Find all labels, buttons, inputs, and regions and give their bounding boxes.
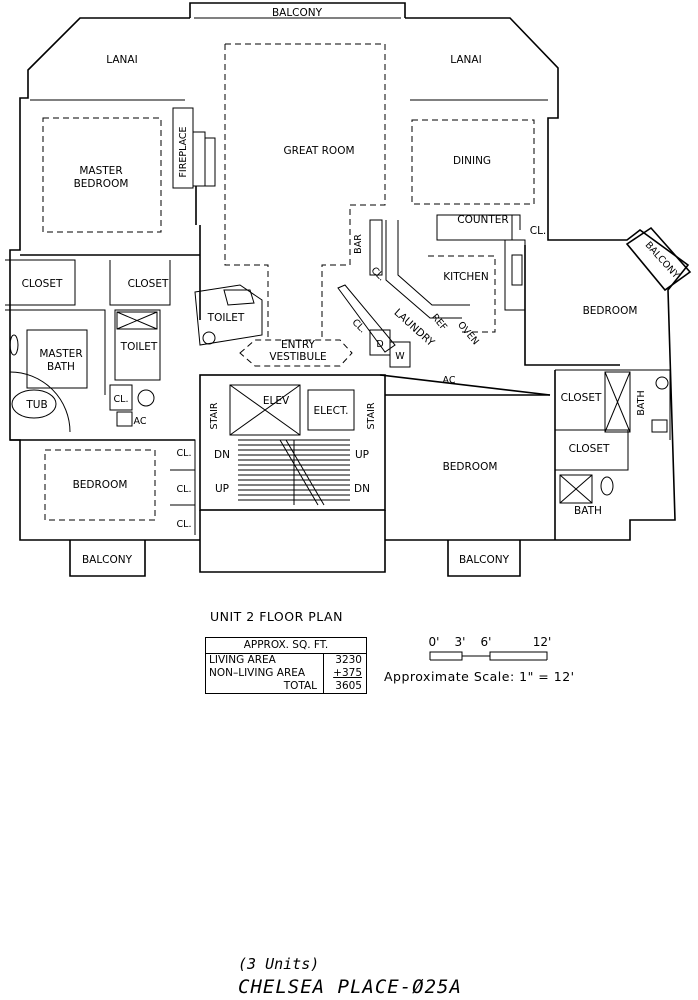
label-cl-1: CL.: [177, 448, 192, 459]
label-bath-right-1: BATH: [636, 390, 647, 415]
floor-plan: BALCONY LANAI LANAI GREAT ROOM DINING FI…: [5, 2, 692, 577]
label-balcony-top: BALCONY: [272, 7, 323, 19]
label-elev: ELEV: [263, 395, 290, 407]
label-closet-left: CLOSET: [22, 278, 63, 290]
label-stair-right: STAIR: [366, 402, 377, 429]
room-labels: BALCONY LANAI LANAI GREAT ROOM DINING FI…: [22, 7, 682, 566]
label-counter: COUNTER: [457, 214, 508, 226]
interior-walls: [5, 43, 671, 540]
label-master-bath-1: MASTER: [39, 348, 82, 360]
label-bath-right-2: BATH: [574, 505, 602, 517]
label-closet-right-2: CLOSET: [569, 443, 610, 455]
label-closet-mid: CLOSET: [128, 278, 169, 290]
label-up-right: UP: [355, 449, 369, 461]
scale-text: Approximate Scale: 1" = 12': [384, 669, 575, 684]
label-cl-bath: CL.: [114, 394, 129, 405]
sqft-row-living: LIVING AREA 3230: [206, 654, 366, 667]
label-ref: REF: [429, 312, 449, 333]
label-master-bedroom-1: MASTER: [79, 165, 122, 177]
label-entry: ENTRY: [281, 339, 316, 351]
label-oven: OVEN: [455, 320, 481, 348]
label-toilet-left: TOILET: [207, 312, 245, 324]
label-tub: TUB: [25, 399, 47, 411]
units-note: (3 Units): [238, 955, 320, 973]
project-code: CHELSEA PLACE-Ø25A: [238, 976, 462, 998]
label-bedroom-left: BEDROOM: [73, 479, 128, 491]
scale-tick-12: 12': [533, 635, 552, 649]
label-dryer: D: [376, 339, 383, 350]
label-cl-kitchen: CL.: [530, 225, 547, 237]
sqft-row-total: TOTAL 3605: [206, 680, 366, 693]
label-closet-right-1: CLOSET: [561, 392, 602, 404]
sqft-row-label: NON–LIVING AREA: [209, 667, 306, 679]
sqft-row-label: TOTAL: [283, 680, 317, 692]
label-up-left: UP: [215, 483, 229, 495]
label-bedroom-right: BEDROOM: [583, 305, 638, 317]
label-cl-2: CL.: [177, 484, 192, 495]
label-kitchen: KITCHEN: [443, 271, 489, 283]
label-great-room: GREAT ROOM: [283, 145, 354, 157]
label-ac-laundry: AC: [443, 375, 456, 386]
label-dn-left: DN: [214, 449, 230, 461]
label-balcony-bottom-left: BALCONY: [82, 554, 133, 566]
sqft-row-value: 3230: [323, 654, 362, 667]
sqft-table-header: APPROX. SQ. FT.: [206, 638, 366, 654]
label-bedroom-mid: BEDROOM: [443, 461, 498, 473]
label-balcony-bottom-right: BALCONY: [459, 554, 510, 566]
label-dn-right: DN: [354, 483, 370, 495]
scale-tick-6: 6': [481, 635, 492, 649]
label-master-bedroom-2: BEDROOM: [74, 178, 129, 190]
sqft-row-value: 3605: [323, 680, 362, 693]
sqft-table: APPROX. SQ. FT. LIVING AREA 3230 NON–LIV…: [205, 637, 367, 694]
label-fireplace: FIREPLACE: [178, 126, 189, 177]
label-stair-left: STAIR: [209, 402, 220, 429]
label-lanai-left: LANAI: [106, 54, 137, 66]
scale-tick-0: 0': [429, 635, 440, 649]
label-lanai-right: LANAI: [450, 54, 481, 66]
label-elect: ELECT.: [314, 405, 349, 417]
label-washer: W: [395, 351, 405, 362]
label-laundry: LAUNDRY: [391, 307, 437, 350]
label-ac-bath: AC: [134, 416, 147, 427]
label-bar: BAR: [353, 234, 364, 254]
label-master-bath-2: BATH: [47, 361, 75, 373]
sqft-row-non-living: NON–LIVING AREA +375: [206, 667, 366, 680]
sqft-row-value: +375: [323, 667, 362, 680]
label-cl-3: CL.: [177, 519, 192, 530]
label-cl-laundry-2: CL.: [350, 317, 368, 335]
scale-tick-3: 3': [455, 635, 466, 649]
scale-bar: 0' 3' 6' 12': [429, 635, 552, 661]
stair-treads: [238, 439, 350, 506]
label-cl-laundry: CL.: [369, 265, 387, 283]
label-vestibule: VESTIBULE: [269, 351, 326, 363]
outer-walls: [9, 2, 692, 577]
sqft-row-label: LIVING AREA: [209, 654, 276, 666]
label-toilet-mid: TOILET: [120, 341, 158, 353]
label-dining: DINING: [453, 155, 491, 167]
plan-title: UNIT 2 FLOOR PLAN: [210, 609, 343, 624]
